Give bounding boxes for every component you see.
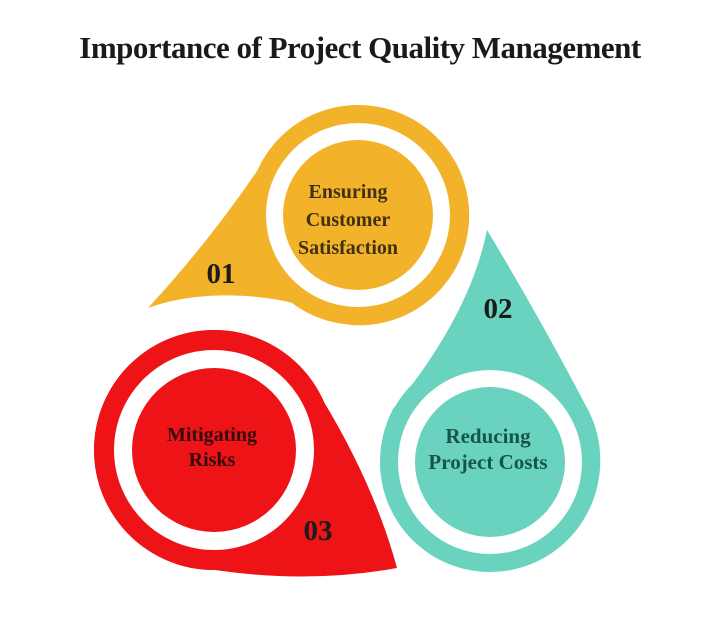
- teardrop-reducing-project-costs: 02 Reducing Project Costs: [380, 230, 601, 572]
- inner-disc: [415, 387, 565, 537]
- inner-disc: [132, 368, 296, 532]
- teardrop-mitigating-risks: 03 Mitigating Risks: [94, 330, 398, 577]
- item-label-line: Mitigating: [167, 424, 257, 446]
- item-label-line: Satisfaction: [298, 237, 398, 259]
- number-badge: 01: [207, 258, 236, 290]
- number-badge: 02: [484, 293, 513, 325]
- page-title: Importance of Project Quality Management: [79, 30, 642, 65]
- number-badge: 03: [304, 515, 333, 547]
- item-label-line: Project Costs: [428, 450, 547, 474]
- teardrop-ensuring-customer-satisfaction: 01 Ensuring Customer Satisfaction: [148, 105, 470, 326]
- inner-disc: [283, 140, 433, 290]
- item-label-line: Customer: [306, 209, 391, 231]
- item-label-line: Ensuring: [309, 181, 388, 203]
- item-label-line: Risks: [189, 449, 236, 471]
- item-label-line: Reducing: [445, 424, 531, 448]
